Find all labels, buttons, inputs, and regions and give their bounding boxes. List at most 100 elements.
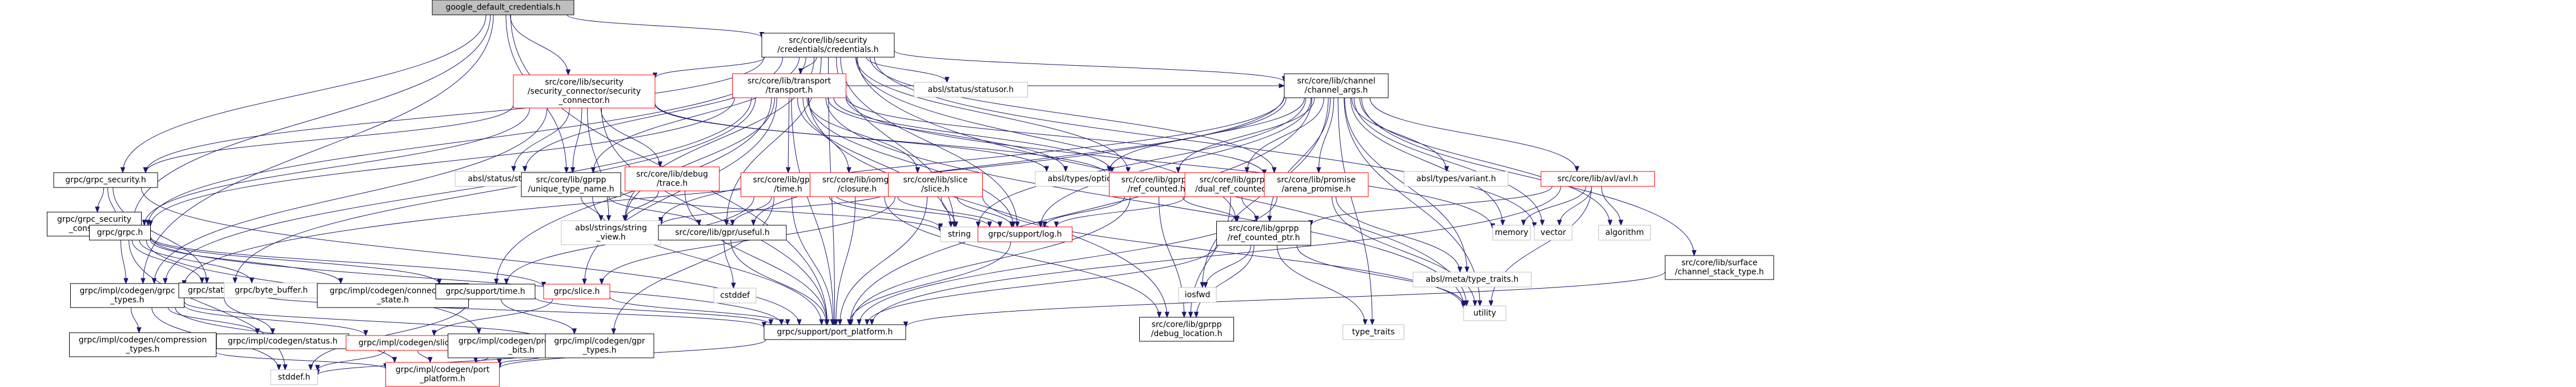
node-support-time[interactable]: grpc/support/time.h xyxy=(435,284,536,300)
edge-codegen-slice-to-codegen-port xyxy=(417,350,433,364)
edge-grpc-security-to-status-h xyxy=(112,187,210,284)
node-label: src/core/lib/security xyxy=(545,78,623,87)
edge-transport-to-support-log xyxy=(807,97,1016,228)
node-unique-type[interactable]: src/core/lib/gprpp/unique_type_name.h xyxy=(521,172,621,197)
node-label: /slice.h xyxy=(921,185,949,194)
edge-sec-connector-to-strview xyxy=(587,107,612,222)
edge-channel-args-to-abslvariant xyxy=(1351,97,1449,173)
node-utility[interactable]: utility xyxy=(1463,305,1506,321)
node-label: _types.h xyxy=(110,296,144,305)
node-debug-trace[interactable]: src/core/lib/debug/trace.h xyxy=(625,166,720,191)
edge-channel-args-to-algorithm xyxy=(1359,97,1613,226)
edge-transport-to-debug-location xyxy=(808,97,1170,318)
node-sec-connector[interactable]: src/core/lib/security/security_connector… xyxy=(513,74,656,109)
node-memory[interactable]: memory xyxy=(1492,225,1531,241)
edge-slice-h-to-port-platform xyxy=(609,296,790,326)
node-support-log[interactable]: grpc/support/log.h xyxy=(978,226,1072,242)
node-string[interactable]: string xyxy=(940,226,979,242)
edge-credentials-to-channel-args xyxy=(894,50,1287,83)
node-algorithm[interactable]: algorithm xyxy=(1598,225,1651,241)
node-label: grpc/impl/codegen/slice.h xyxy=(359,338,462,348)
node-label: /arena_promise.h xyxy=(1281,185,1351,194)
node-slice-slice[interactable]: src/core/lib/slice/slice.h xyxy=(888,172,983,197)
node-compression[interactable]: grpc/impl/codegen/compression_types.h xyxy=(69,332,216,357)
edge-avl-to-utility xyxy=(1488,186,1592,307)
node-label: grpc/slice.h xyxy=(554,287,600,296)
node-label: _view.h xyxy=(596,233,625,242)
node-byte-buffer[interactable]: grpc/byte_buffer.h xyxy=(224,282,319,298)
node-grpc-security[interactable]: grpc/grpc_security.h xyxy=(53,172,158,188)
node-codegen-status[interactable]: grpc/impl/codegen/status.h xyxy=(216,333,349,349)
edge-transport-to-port-platform xyxy=(791,97,836,326)
node-label: absl/meta/type_traits.h xyxy=(1426,275,1519,284)
node-avl[interactable]: src/core/lib/avl/avl.h xyxy=(1541,171,1655,187)
node-stddef[interactable]: stddef.h xyxy=(270,369,318,385)
node-port-platform[interactable]: grpc/support/port_platform.h xyxy=(763,324,906,340)
node-box xyxy=(432,0,574,15)
node-ref-counted-ptr[interactable]: src/core/lib/gprpp/ref_counted_ptr.h xyxy=(1216,221,1311,246)
node-box xyxy=(69,332,216,357)
node-strview[interactable]: absl/strings/string_view.h xyxy=(561,220,661,245)
edge-ref-counted-ptr-to-iosfwd xyxy=(1203,245,1251,289)
edge-channel-args-to-channel-stack xyxy=(1361,97,1697,257)
edge-support-time-to-stddef xyxy=(308,298,469,371)
edge-channel-args-to-avl xyxy=(1369,97,1580,173)
node-label: grpc/grpc_security.h xyxy=(65,175,146,185)
node-label: grpc/impl/codegen/compression xyxy=(79,336,207,345)
node-label: src/core/lib/transport xyxy=(748,77,831,86)
node-debug-location[interactable]: src/core/lib/gprpp/debug_location.h xyxy=(1139,317,1234,342)
edge-avl-to-memory xyxy=(1521,186,1586,226)
node-iosfwd[interactable]: iosfwd xyxy=(1178,287,1217,303)
edge-channel-args-to-dual-ref xyxy=(1244,97,1324,174)
node-gpr-useful[interactable]: src/core/lib/gpr/useful.h xyxy=(658,225,787,241)
node-codegen-types[interactable]: grpc/impl/codegen/grpc_types.h xyxy=(70,283,184,308)
node-slice-h[interactable]: grpc/slice.h xyxy=(543,284,610,300)
node-label: /dual_ref_counted.h xyxy=(1195,185,1274,194)
edge-channel-args-to-string xyxy=(975,97,1307,228)
node-label: grpc/impl/codegen/connectivity xyxy=(329,286,456,296)
node-gpr-types[interactable]: grpc/impl/codegen/gpr_types.h xyxy=(545,333,654,358)
node-label: src/core/lib/gprpp xyxy=(1229,224,1299,233)
header-nodes: google_default_credentials.h src/core/lib… xyxy=(47,0,1774,387)
edge-ref-counted-ptr-to-port-platform xyxy=(865,244,1217,326)
node-cstddef[interactable]: cstddef xyxy=(713,288,757,304)
node-meta-traits[interactable]: absl/meta/type_traits.h xyxy=(1413,272,1532,288)
node-arena-promise[interactable]: src/core/lib/promise/arena_promise.h xyxy=(1264,172,1369,197)
node-box xyxy=(1343,324,1404,340)
node-label: src/core/lib/debug xyxy=(636,170,708,179)
edge-transport-to-channel-args xyxy=(846,83,1285,89)
node-grpc-h[interactable]: grpc/grpc.h xyxy=(89,225,151,241)
edge-compression-to-codegen-port xyxy=(216,352,388,370)
node-credentials[interactable]: src/core/lib/security/credentials/creden… xyxy=(761,33,895,58)
node-box xyxy=(270,369,318,385)
node-root[interactable]: google_default_credentials.h xyxy=(432,0,574,15)
node-box xyxy=(763,324,906,340)
node-label: src/core/lib/gprpp xyxy=(1152,320,1222,329)
node-vector[interactable]: vector xyxy=(1534,225,1573,241)
edge-grpc-security-to-grpc-sec-const xyxy=(95,187,105,213)
edge-gprpp-time-to-port-platform xyxy=(791,196,835,326)
edge-transport-to-slice-slice xyxy=(806,97,921,174)
edge-gpr-useful-to-cstddef xyxy=(724,240,736,289)
node-box xyxy=(1216,221,1311,246)
node-codegen-port[interactable]: grpc/impl/codegen/port_platform.h xyxy=(385,362,500,387)
edge-transport-to-gprpp-time xyxy=(786,97,791,174)
node-abslvariant[interactable]: absl/types/variant.h xyxy=(1404,171,1509,187)
node-transport[interactable]: src/core/lib/transport/transport.h xyxy=(732,73,846,98)
node-label: string xyxy=(948,230,971,239)
node-label: grpc/impl/codegen/grpc xyxy=(79,286,175,296)
node-box xyxy=(1598,225,1651,241)
node-label: grpc/support/time.h xyxy=(445,287,525,296)
node-type-traits[interactable]: type_traits xyxy=(1343,324,1404,340)
node-box xyxy=(978,226,1072,242)
edge-grpc-h-to-support-time xyxy=(150,237,442,285)
node-label: absl/status/statusor.h xyxy=(928,85,1014,94)
edge-root-to-sec-connector xyxy=(510,14,571,76)
node-abslstatusor[interactable]: absl/status/statusor.h xyxy=(914,82,1028,98)
edge-transport-to-arena-promise xyxy=(846,96,1267,176)
node-channel-args[interactable]: src/core/lib/channel/channel_args.h xyxy=(1284,73,1389,98)
edge-codegen-types-to-compression xyxy=(131,307,142,334)
node-channel-stack[interactable]: src/core/lib/surface/channel_stack_type.… xyxy=(1665,255,1774,280)
node-label: cstddef xyxy=(720,291,750,300)
